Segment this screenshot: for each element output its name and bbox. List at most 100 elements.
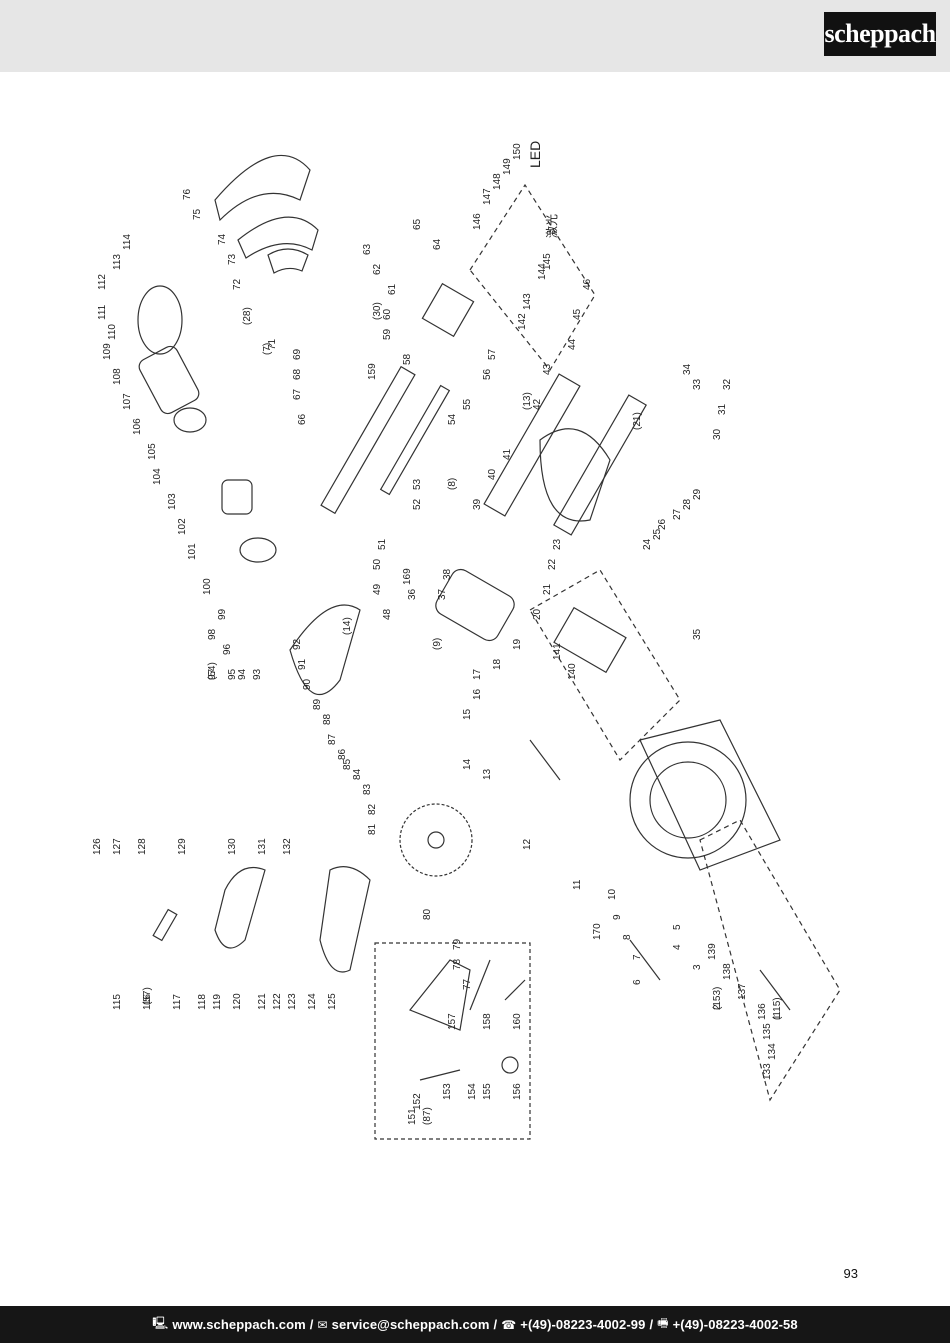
callout-label: 36 [407, 588, 418, 600]
logo-text: scheppach [824, 19, 936, 48]
footer-separator-2: / [493, 1317, 498, 1332]
callout-label: 62 [372, 263, 383, 275]
callout-label: 158 [482, 1013, 493, 1030]
callout-label: 31 [717, 403, 728, 415]
callout-label: 7 [632, 954, 643, 960]
callout-label: 143 [522, 293, 533, 310]
footer-email[interactable]: service@scheppach.com [331, 1317, 490, 1332]
callout-label: 134 [767, 1043, 778, 1060]
callout-label: 18 [492, 658, 503, 670]
callout-label: 84 [352, 768, 363, 780]
footer-website[interactable]: www.scheppach.com [172, 1317, 306, 1332]
callout-label: 8 [622, 934, 633, 940]
callout-label: 40 [487, 468, 498, 480]
callout-label: 117 [172, 994, 183, 1010]
callout-label: 99 [217, 608, 228, 620]
callout-label: 25 [652, 528, 663, 540]
callout-label: 35 [692, 628, 703, 640]
callout-label: 78 [452, 958, 463, 970]
callout-label: 142 [517, 313, 528, 330]
blade-guard-upper [289, 604, 361, 696]
callout-label: 79 [452, 938, 463, 950]
callout-label: 24 [642, 538, 653, 550]
laser-chinese-label: 激光 [545, 214, 559, 238]
callout-label: 147 [482, 188, 493, 205]
callout-label: 58 [402, 353, 413, 365]
callout-label: 14 [462, 758, 473, 770]
callout-label: 64 [432, 238, 443, 250]
callout-label: 94 [237, 668, 248, 680]
blade-guard-cover [214, 154, 311, 222]
motor-housing-cap [137, 285, 183, 355]
callout-label: 92 [292, 638, 303, 650]
callout-label: 151 [407, 1108, 418, 1125]
callout-label: (115) [772, 997, 783, 1020]
callout-label: 13 [482, 768, 493, 780]
footer-separator-3: / [649, 1317, 654, 1332]
callout-label: 122 [272, 993, 283, 1010]
callout-label: 123 [287, 993, 298, 1010]
callout-label: 1 [772, 1014, 783, 1020]
callout-label: 27 [672, 508, 683, 520]
callout-label: 97 [207, 668, 218, 680]
callout-label: 111 [97, 304, 108, 320]
callout-label: 112 [97, 274, 108, 290]
callout-label: 17 [472, 668, 483, 680]
computer-icon: 🖳 [152, 1316, 169, 1330]
callout-label: 141 [552, 643, 563, 660]
guard-plate [267, 248, 309, 274]
callout-label: 53 [412, 478, 423, 490]
fence-right [553, 394, 647, 536]
callout-label: 32 [722, 378, 733, 390]
fax-icon: 🖷 [657, 1316, 669, 1330]
page-number: 93 [843, 1266, 858, 1281]
callout-label: 49 [372, 583, 383, 595]
callout-label: 52 [412, 498, 423, 510]
header-band [0, 0, 950, 72]
hex-key [469, 959, 491, 1011]
callout-label: 83 [362, 783, 373, 795]
callout-label: 60 [382, 308, 393, 320]
callout-label: 33 [692, 378, 703, 390]
callout-label: 119 [212, 994, 223, 1010]
callout-label: 88 [322, 713, 333, 725]
callout-label: 77 [462, 978, 473, 990]
callout-label: 4 [672, 944, 683, 950]
callout-label: 131 [257, 838, 268, 855]
callout-label: 56 [482, 368, 493, 380]
callout-label: 50 [372, 558, 383, 570]
callout-label: 110 [107, 324, 118, 340]
footer-separator-1: / [309, 1317, 314, 1332]
callout-label: 75 [192, 208, 203, 220]
callout-label: 100 [202, 578, 213, 595]
handle-half-left [214, 866, 266, 949]
laser-group-outline [469, 183, 596, 372]
mail-icon: ✉ [317, 1317, 328, 1332]
callout-label: 67 [292, 388, 303, 400]
callout-label: 55 [462, 398, 473, 410]
callout-label: 169 [402, 568, 413, 585]
callout-label: 113 [112, 254, 123, 270]
footer-fax: +(49)-08223-4002-58 [672, 1317, 798, 1332]
callout-label: 29 [692, 488, 703, 500]
callout-label: (57) [142, 987, 153, 1005]
callout-label: 154 [467, 1083, 478, 1100]
callout-label: 125 [327, 993, 338, 1010]
led-label: LED [527, 141, 543, 168]
callout-label: 76 [182, 188, 193, 200]
motor-housing [138, 345, 200, 415]
handle-half-right [319, 866, 371, 973]
callout-label: 133 [762, 1063, 773, 1080]
callout-label: 10 [607, 888, 618, 900]
callout-label: 109 [102, 343, 113, 360]
callout-label: 51 [377, 538, 388, 550]
callout-label: 130 [227, 838, 238, 855]
callout-label: 81 [367, 823, 378, 835]
fence-left [483, 373, 581, 517]
callout-label: 132 [282, 838, 293, 855]
callout-label: 15 [462, 708, 473, 720]
callout-label: 48 [382, 608, 393, 620]
accessory-box [374, 942, 531, 1140]
clamp-group-outline [699, 819, 841, 1102]
